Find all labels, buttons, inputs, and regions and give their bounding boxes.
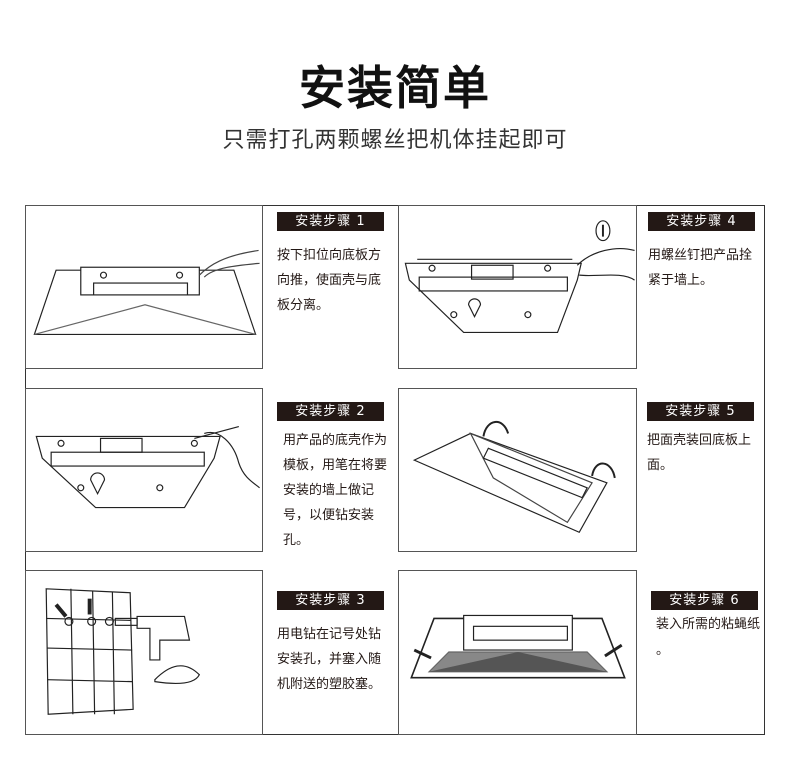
step-6-badge: 安装步骤 6 <box>651 591 758 610</box>
step-2-badge: 安装步骤 2 <box>277 402 384 421</box>
page-subtitle: 只需打孔两颗螺丝把机体挂起即可 <box>222 128 568 153</box>
step-6-illustration <box>398 570 637 735</box>
step-5-illustration <box>398 388 637 552</box>
step-4-text: 用螺丝钉把产品拴紧于墙上。 <box>648 248 753 288</box>
step-4-illustration <box>398 205 637 369</box>
step-4-badge: 安装步骤 4 <box>648 212 755 231</box>
step-2-illustration <box>25 388 263 552</box>
step-3-illustration <box>25 570 263 735</box>
step-3-text: 用电钻在记号处钻安装孔，并塞入随机附送的塑胶塞。 <box>277 627 382 692</box>
step-3-badge: 安装步骤 3 <box>277 591 384 610</box>
step-1-badge: 安装步骤 1 <box>277 212 384 231</box>
step-1-text: 按下扣位向底板方向推，使面壳与底板分离。 <box>277 248 382 313</box>
step-2-text: 用产品的底壳作为模板，用笔在将要安装的墙上做记号，以便钻安装孔。 <box>283 433 388 548</box>
step-5-badge: 安装步骤 5 <box>647 402 754 421</box>
page-title: 安装简单 <box>299 61 491 115</box>
step-5-text: 把面壳装回底板上面。 <box>647 433 752 473</box>
step-1-illustration <box>25 205 263 369</box>
step-6-text: 装入所需的粘蝇纸 。 <box>656 617 761 658</box>
